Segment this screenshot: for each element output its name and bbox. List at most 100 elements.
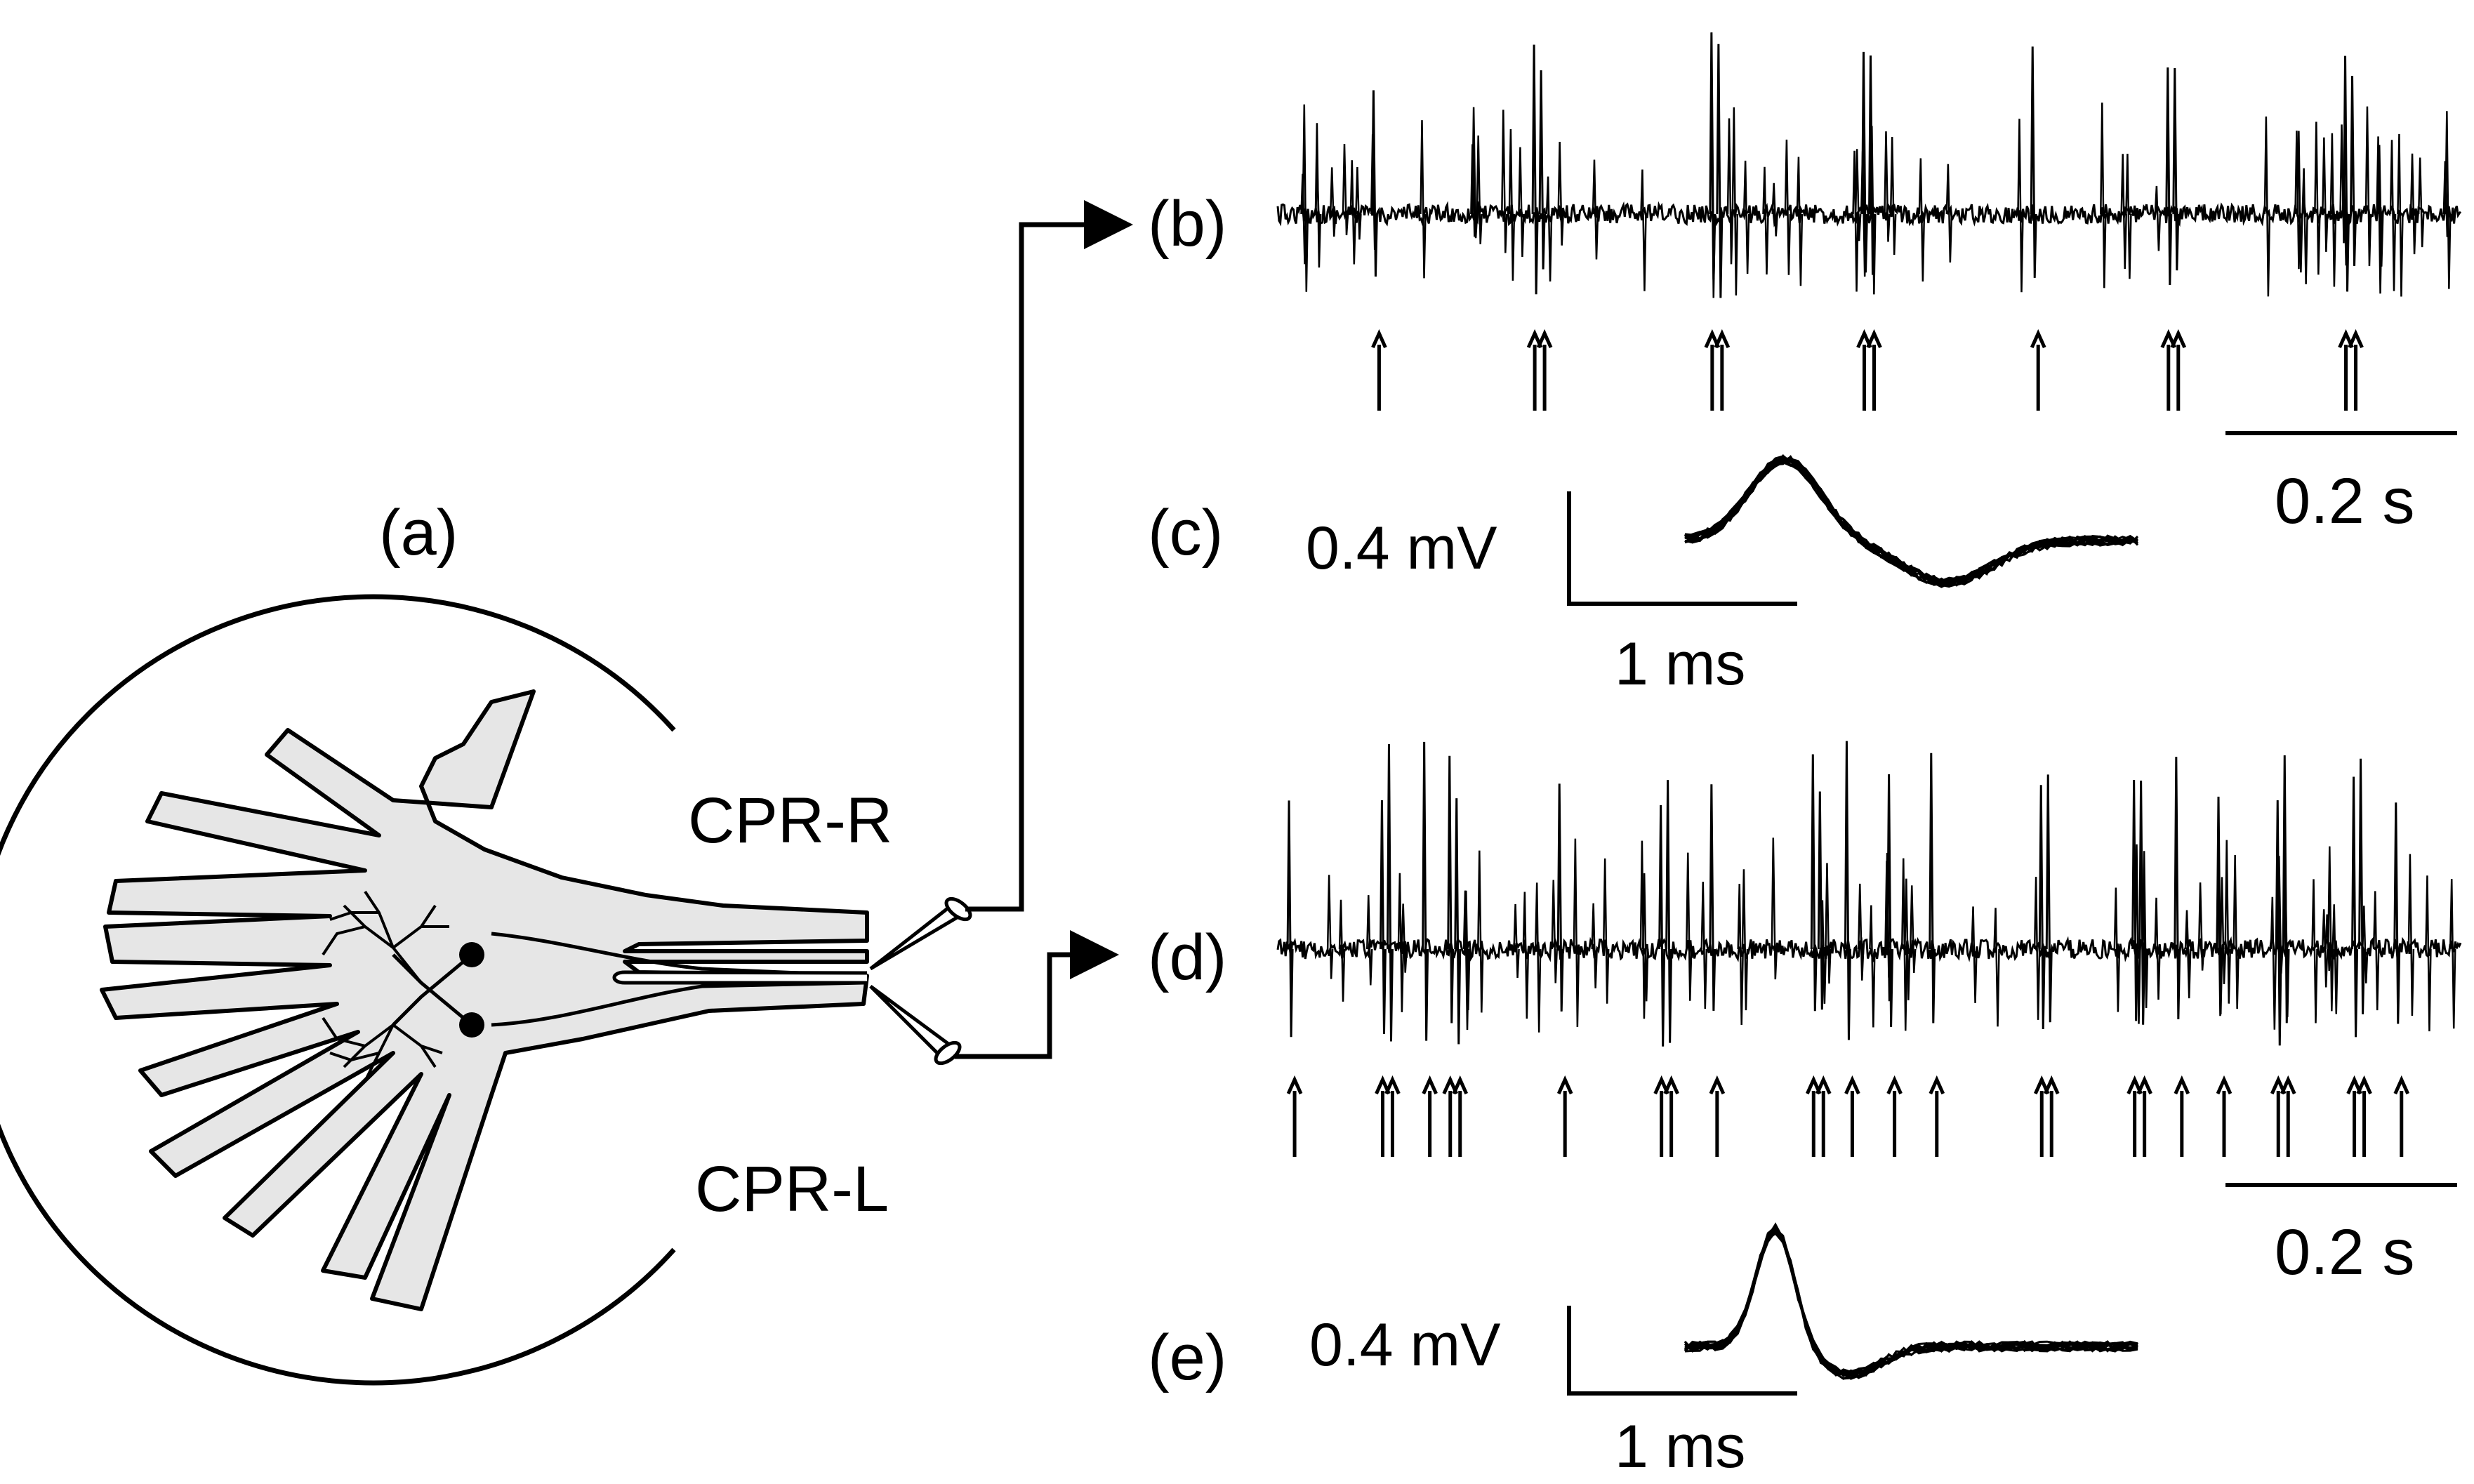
spike-arrow <box>2136 1075 2152 1157</box>
spike-small <box>1709 107 1716 298</box>
panel-label-c: (c) <box>1148 497 1223 569</box>
spike-small <box>1884 853 1892 1002</box>
spike <box>2030 46 2037 278</box>
spike-small <box>1884 131 1891 242</box>
spike <box>2393 802 2401 1024</box>
spike-arrow <box>1452 1075 1469 1157</box>
panel-label-e: (e) <box>1148 1322 1226 1393</box>
spike-small <box>2425 875 2432 1032</box>
spike-small <box>1522 892 1530 1019</box>
spike <box>1454 798 1462 1045</box>
trace-d <box>1276 741 2462 1047</box>
spike-small <box>1686 852 1693 1001</box>
spike-small <box>1918 158 1926 282</box>
scale-label-c-time: 1 ms <box>1615 630 1745 698</box>
waveform-overlay <box>1684 1228 2138 1380</box>
spike-small <box>2277 856 2284 974</box>
spike-small <box>2154 185 2162 251</box>
spike <box>2350 76 2357 266</box>
spike-small <box>2141 851 2149 1009</box>
spike-small <box>1366 895 1373 986</box>
spike-small <box>2301 168 2308 284</box>
spike-arrow <box>1371 329 1387 411</box>
spike-small <box>1477 850 1484 1013</box>
spike-small <box>2033 877 2041 1020</box>
spike <box>1886 774 1894 1027</box>
spike-waveforms-e <box>1683 1222 2139 1380</box>
spike-small <box>1742 160 1750 274</box>
spike-small <box>1476 135 1483 244</box>
spike-small <box>2397 133 2404 297</box>
spike-arrow <box>1714 329 1731 411</box>
spike-markers-d <box>1286 1075 2410 1157</box>
spike-arrow <box>2030 329 2046 411</box>
panel-label-a: (a) <box>379 497 458 569</box>
electrode-left-tip <box>934 1040 962 1066</box>
spike-small <box>1551 880 1558 983</box>
spike <box>2038 785 2046 1030</box>
spike-small <box>1338 899 1346 1002</box>
spike-small <box>1796 157 1804 286</box>
spike-small <box>2445 111 2452 289</box>
spike-small <box>1904 878 1911 1000</box>
scale-label-e-voltage: 0.4 mV <box>1309 1311 1500 1379</box>
waveform-overlay <box>1684 1225 2138 1377</box>
spike-small <box>2364 106 2372 267</box>
spike-small <box>2331 904 2339 1014</box>
spike <box>1538 70 1546 270</box>
spike-small <box>2017 119 2024 293</box>
spike-small <box>2449 879 2456 1029</box>
spike-small <box>1858 883 1865 981</box>
spike-arrow <box>2356 1075 2372 1157</box>
electrode-right <box>869 903 970 971</box>
scale-bar-e <box>1567 1306 1797 1396</box>
spike-small <box>1870 126 1877 295</box>
spike <box>2343 55 2350 292</box>
spike <box>2172 68 2180 271</box>
spike-arrow <box>1844 1075 1860 1157</box>
spike-small <box>2283 892 2290 1017</box>
cord-split <box>612 970 868 985</box>
spike-small <box>1508 129 1516 281</box>
spike-small <box>1971 906 1978 1003</box>
waveform-overlay <box>1684 457 2138 588</box>
spike-arrow <box>1815 1075 1832 1157</box>
cord-inner-line-lower <box>491 981 864 1027</box>
spike-small <box>1501 110 1508 253</box>
spike-small <box>2376 136 2383 294</box>
spike-small <box>1315 166 1322 239</box>
spike <box>1709 784 1716 1011</box>
spike <box>1844 741 1851 1040</box>
spike-small <box>1869 905 1876 1028</box>
spike-small <box>1854 149 1862 241</box>
trace-baseline <box>1276 936 2462 963</box>
spike-arrow <box>1709 1075 1726 1157</box>
spike-arrow <box>1556 1075 1573 1157</box>
spike-small <box>2329 133 2337 287</box>
spike-small <box>1771 183 1778 237</box>
spike-arrow <box>1286 1075 1303 1157</box>
spike-arrow <box>2216 1075 2232 1157</box>
spike-small <box>1762 166 1769 274</box>
spike-arrow <box>2170 329 2187 411</box>
cord-inner-line-upper <box>491 932 864 978</box>
spike-arrow <box>2348 329 2364 411</box>
spike-small <box>1731 107 1739 296</box>
spike-small <box>1470 144 1477 237</box>
waveform-overlay <box>1684 455 2138 588</box>
spike-small <box>2120 154 2127 270</box>
waveform-overlay <box>1683 1222 2138 1377</box>
spike-small <box>1591 903 1598 988</box>
spike-small <box>2362 906 2369 983</box>
spike-small <box>1545 176 1553 281</box>
spike-small <box>1302 104 1309 292</box>
electrode-label-left: CPR-L <box>695 1153 889 1225</box>
outer-arc <box>0 594 676 1386</box>
spike-small <box>2125 153 2132 279</box>
spike-markers-b <box>1371 329 2364 411</box>
spike-small <box>1640 169 1647 291</box>
spike <box>1817 791 1825 1010</box>
spike-small <box>1534 882 1542 1033</box>
spike <box>1422 741 1429 1041</box>
spike-arrow <box>2043 1075 2060 1157</box>
